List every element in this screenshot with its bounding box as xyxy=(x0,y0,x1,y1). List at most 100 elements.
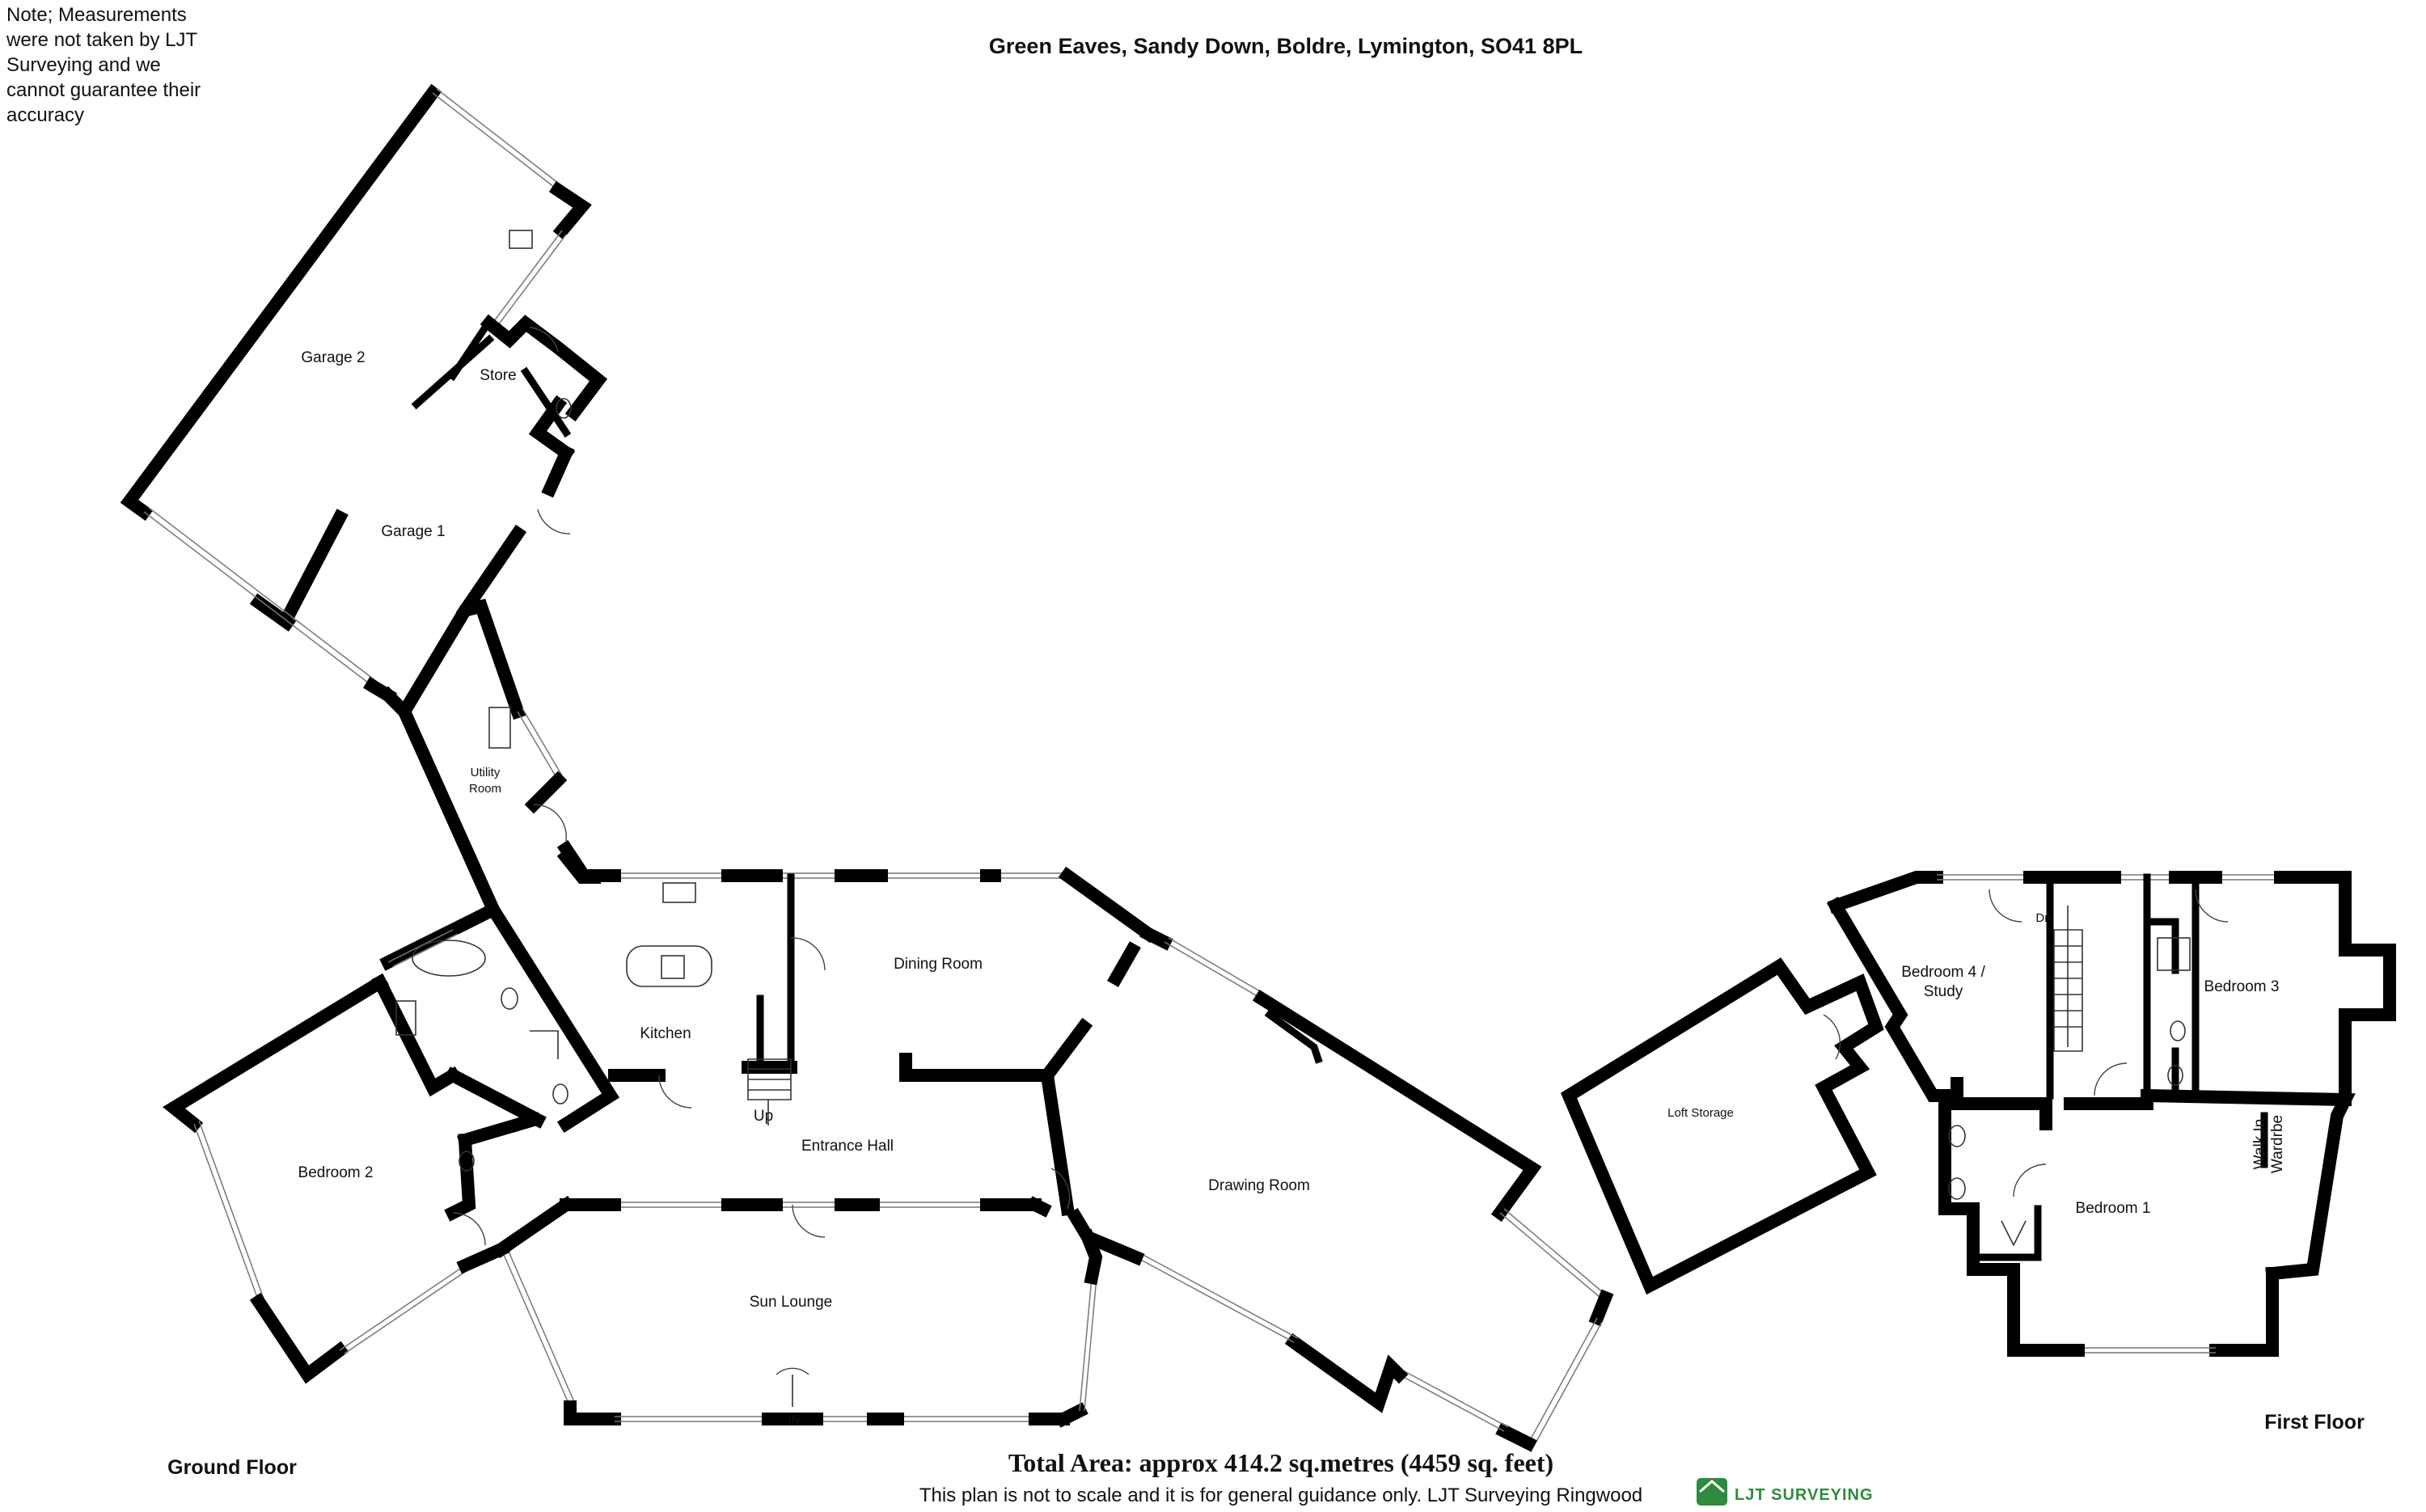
drawing-french-doors xyxy=(1528,1317,1603,1448)
label-loft-storage: Loft Storage xyxy=(1667,1106,1734,1120)
first-shower xyxy=(2157,937,2191,971)
utility-window xyxy=(517,707,564,781)
garage-rear-window xyxy=(432,88,563,191)
sun-lounge-sw-corner xyxy=(564,1400,621,1425)
landing-walls xyxy=(2039,1097,2153,1130)
drawing-north-wall xyxy=(1252,989,1542,1223)
label-dining-room: Dining Room xyxy=(894,956,983,973)
drawing-north-window xyxy=(1164,937,1266,999)
garage-side-door xyxy=(537,509,571,534)
bedroom-4-west-wall xyxy=(1827,897,1963,1102)
logo-roof-icon xyxy=(1699,1480,1725,1493)
bedroom-1-door xyxy=(2094,1062,2128,1096)
logo-house-icon xyxy=(1697,1478,1727,1506)
store-partitions xyxy=(411,322,572,438)
label-garage-2: Garage 2 xyxy=(301,349,365,366)
drawing-bay-wall xyxy=(1284,1333,1409,1413)
first-bath-wc xyxy=(1948,1125,1966,1147)
label-dn: Dn xyxy=(2035,911,2051,925)
sun-lounge-nw-corner xyxy=(492,1195,576,1259)
sun-lounge-se-corner xyxy=(1055,1402,1088,1428)
garage-door-pier xyxy=(249,593,297,632)
bedroom-1-south-window xyxy=(2078,1347,2216,1354)
first-floor-north-windows xyxy=(1937,874,2329,881)
drawing-door xyxy=(1050,1168,1071,1210)
utility-west-wall xyxy=(395,703,502,919)
first-bathroom-door xyxy=(2013,1164,2047,1197)
bedroom-3-door xyxy=(2195,889,2229,923)
drawing-south-window xyxy=(1398,1370,1509,1432)
ensuite-wc-first xyxy=(2167,1065,2183,1086)
bedroom-4-door xyxy=(1989,889,2022,923)
label-store: Store xyxy=(480,367,516,384)
garage-east-wall xyxy=(455,524,527,620)
label-bedroom-2: Bedroom 2 xyxy=(298,1164,374,1181)
drawing-east-window xyxy=(1499,1208,1610,1303)
kitchen-island xyxy=(626,945,712,987)
garage-wc xyxy=(556,398,572,419)
ensuite-south-wall xyxy=(444,1133,476,1222)
hob xyxy=(661,955,685,979)
first-floor-partitions xyxy=(2046,873,2200,1100)
bedroom-1-south-wall xyxy=(1967,1202,2085,1357)
plan-title: Green Eaves, Sandy Down, Boldre, Lymingt… xyxy=(989,34,1583,58)
label-entrance-hall: Entrance Hall xyxy=(801,1138,894,1155)
utility-east-corner xyxy=(524,771,568,814)
kitchen-fixtures xyxy=(488,230,712,987)
kitchen-sink xyxy=(662,882,696,903)
ensuite-walls xyxy=(2143,918,2179,1100)
bedroom-1-east-wall xyxy=(2209,1267,2279,1357)
bathroom-east-wall xyxy=(484,900,620,1134)
bedroom-2-wc xyxy=(459,1151,475,1172)
garage-1-door xyxy=(143,507,378,686)
label-wardrobe-2: Wardrbe xyxy=(2269,1115,2286,1173)
dining-door xyxy=(790,937,826,971)
fireplace xyxy=(1264,1009,1323,1064)
bedroom-2-north-wall xyxy=(163,974,389,1134)
total-area: Total Area: approx 414.2 sq.metres (4459… xyxy=(1008,1448,1553,1477)
drawing-south-corner xyxy=(1495,1422,1537,1452)
garage-side-window xyxy=(488,230,567,332)
label-bedroom-3: Bedroom 3 xyxy=(2204,978,2280,995)
drawing-south-long-window xyxy=(1135,1252,1299,1343)
drawing-east-corner xyxy=(1588,1289,1614,1327)
staircase xyxy=(747,1058,792,1100)
garage-east-wall-top xyxy=(541,444,575,498)
drawing-pier xyxy=(1107,941,1141,987)
garage-rear-corner xyxy=(548,180,592,240)
garage-west-wall xyxy=(120,83,442,522)
first-floor-plan xyxy=(1560,871,2396,1357)
label-bedroom-4-1: Bedroom 4 / xyxy=(1901,964,1985,981)
store-door xyxy=(529,327,559,353)
dining-angled-wall xyxy=(1058,866,1158,944)
room-labels: Green Eaves, Sandy Down, Boldre, Lymingt… xyxy=(6,4,2365,1479)
bedroom-1-north-wall xyxy=(2140,1088,2356,1281)
loft-storage-walls xyxy=(1560,957,1884,1295)
label-kitchen: Kitchen xyxy=(640,1025,691,1042)
bathroom-window xyxy=(387,929,459,967)
front-door xyxy=(776,1367,809,1375)
sun-lounge-door xyxy=(792,1204,826,1238)
entrance-north-wall xyxy=(899,1053,1054,1082)
bedroom-2-se-corner xyxy=(456,1240,510,1274)
sun-lounge-east-window xyxy=(1079,1277,1097,1412)
label-utility-1: Utility xyxy=(471,766,501,779)
shower-symbol xyxy=(2001,1220,2027,1246)
note-line-1: Note; Measurements xyxy=(6,4,187,26)
utility-north-wall xyxy=(378,598,526,722)
label-bedroom-4-2: Study xyxy=(1924,983,1963,1000)
note-line-2: were not taken by LJT xyxy=(6,29,197,51)
bedroom-2-basin xyxy=(395,1000,416,1036)
label-in: IN xyxy=(788,1413,801,1426)
label-up: Up xyxy=(754,1108,773,1125)
bathroom-fixtures xyxy=(395,398,572,1172)
label-ground-floor: Ground Floor xyxy=(167,1456,297,1479)
sun-lounge-south-windows xyxy=(615,1416,1063,1422)
sun-lounge-north-windows xyxy=(615,1202,1035,1208)
bathroom-inner-wall xyxy=(444,1066,547,1129)
footer: Total Area: approx 414.2 sq.metres (4459… xyxy=(919,1448,1874,1506)
logo-text: LJT SURVEYING xyxy=(1735,1486,1874,1504)
ensuite-wall xyxy=(457,1112,542,1148)
garage-sink xyxy=(509,230,533,249)
